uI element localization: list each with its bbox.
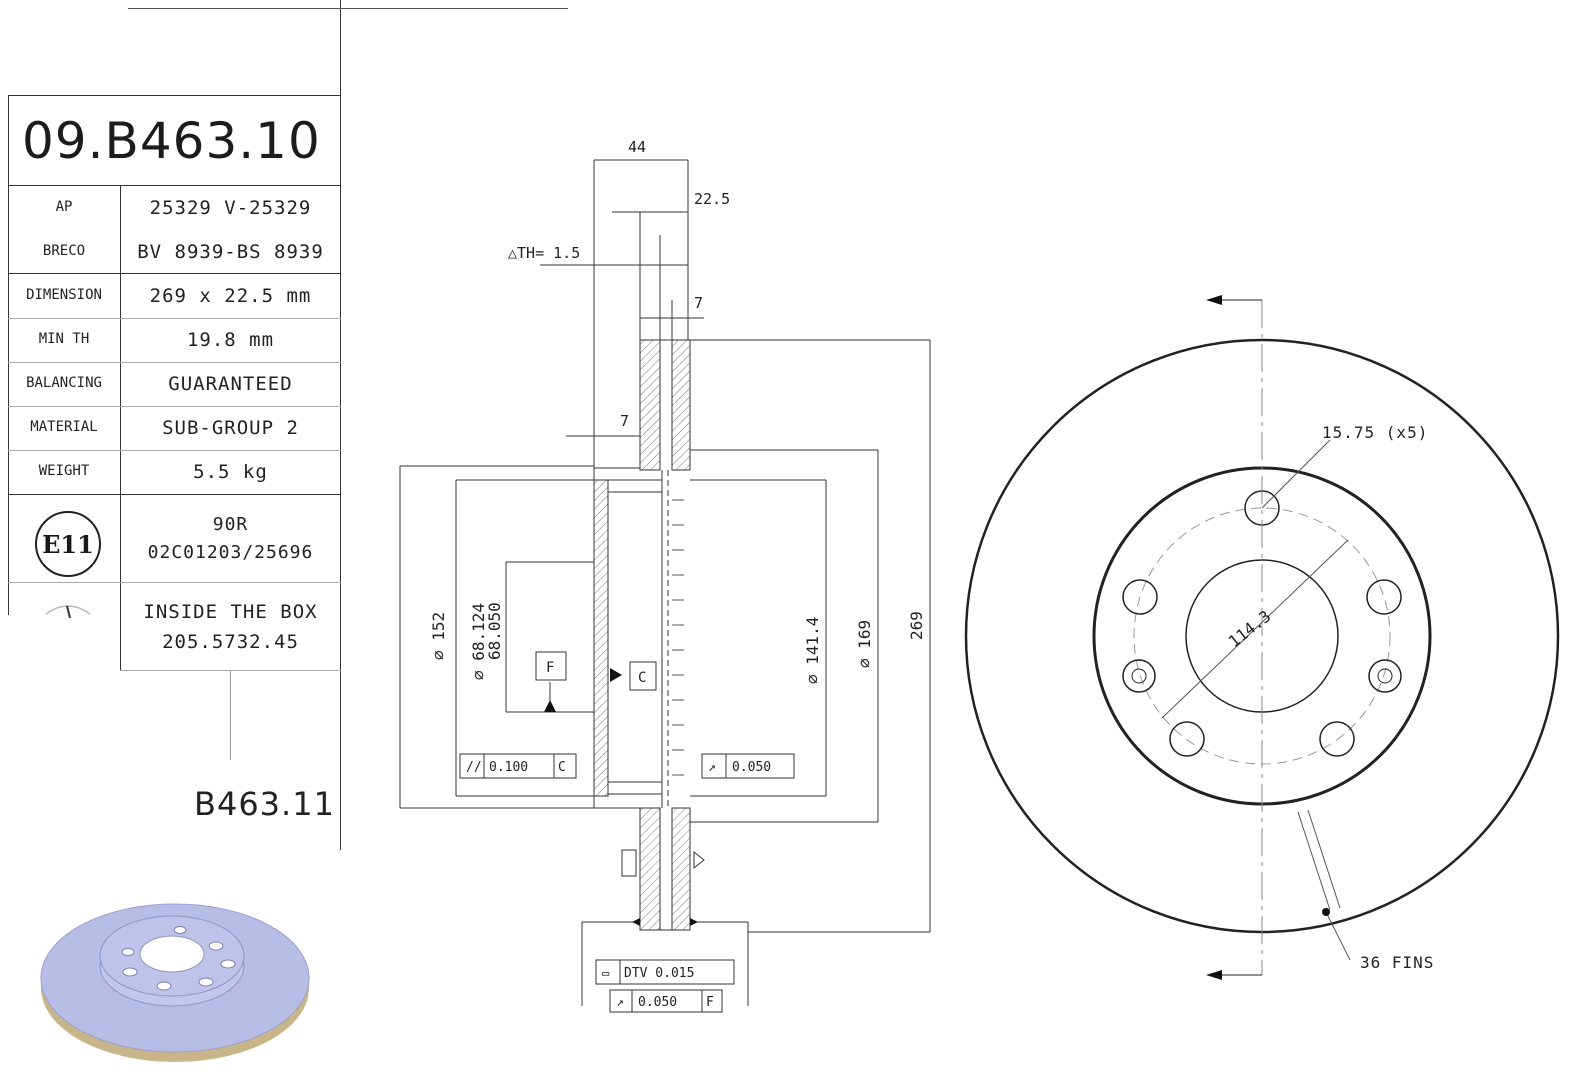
spec-value-balancing: GUARANTEED <box>168 373 293 395</box>
spec-label-dimension: DIMENSION <box>26 287 102 303</box>
e11-homologation-badge: E11 <box>35 511 101 577</box>
row-line <box>8 362 341 363</box>
spec-label-ap: AP <box>55 199 73 215</box>
row-line <box>120 670 341 671</box>
spec-value-breco: BV 8939-BS 8939 <box>137 241 324 263</box>
dim-diameter-269: 269 <box>907 611 926 640</box>
spec-label-weight: WEIGHT <box>38 463 90 479</box>
dim-diameter-169: ∅ 169 <box>855 620 874 668</box>
table-border-right <box>340 0 341 850</box>
spec-table: 09.B463.10 AP 25329 V-25329 BRECO BV 893… <box>8 0 568 850</box>
spec-label-balancing: BALANCING <box>26 375 102 391</box>
spec-label-min-th: MIN TH <box>38 331 90 347</box>
dim-width-total: 44 <box>628 138 646 156</box>
box-icon <box>45 605 91 619</box>
tol-bottom-ref: F <box>706 995 714 1010</box>
table-stub-line <box>230 670 231 760</box>
dim-diameter-141: ∅ 141.4 <box>803 617 822 684</box>
row-line <box>8 185 341 186</box>
row-line <box>8 273 341 274</box>
row-line <box>8 95 341 96</box>
spec-value-min-th: 19.8 mm <box>186 329 275 351</box>
spec-value-material: SUB-GROUP 2 <box>162 417 299 439</box>
alt-part-number: B463.11 <box>194 785 335 823</box>
parallel-symbol: // <box>466 760 482 775</box>
datum-c: C <box>638 670 646 686</box>
datum-f: F <box>546 660 554 676</box>
spec-value-weight: 5.5 kg <box>193 461 268 483</box>
dim-diameter-152: ∅ 152 <box>429 612 448 660</box>
spec-value-dimension: 269 x 22.5 mm <box>149 285 312 307</box>
top-line <box>128 8 568 9</box>
dim-center-bore-min: 68.050 <box>485 602 504 660</box>
tol-parallel-ref: C <box>558 760 566 775</box>
row-line <box>8 318 341 319</box>
spec-value-ap: 25329 V-25329 <box>149 197 312 219</box>
hole-diameter-label: 15.75 (x5) <box>1322 423 1428 442</box>
part-number: 09.B463.10 <box>22 112 321 170</box>
pcd-label: 114.3 <box>1225 607 1275 652</box>
table-border-left <box>8 95 9 615</box>
runout-bottom-symbol: ↗ <box>616 995 624 1010</box>
fins-label: 36 FINS <box>1360 953 1434 972</box>
row-line <box>8 494 341 495</box>
brake-disc-render <box>40 903 310 1062</box>
dim-top-gap: 7 <box>694 294 703 312</box>
row-line <box>8 582 341 583</box>
packaging-line1: INSIDE THE BOX <box>143 601 318 623</box>
row-line <box>8 450 341 451</box>
homologation-code: 02C01203/25696 <box>147 542 314 563</box>
homologation-regulation: 90R <box>212 514 249 535</box>
runout-symbol: ↗ <box>708 760 716 775</box>
dtv-symbol: ▭ <box>602 966 609 980</box>
dim-center-bore-max: ∅ 68.124 <box>469 603 488 680</box>
tol-runout: 0.050 <box>732 760 771 775</box>
tol-bottom: 0.050 <box>638 995 677 1010</box>
dim-hat-offset: 7 <box>620 412 629 430</box>
tol-parallel: 0.100 <box>489 760 528 775</box>
dim-thickness: 22.5 <box>694 190 730 208</box>
packaging-line2: 205.5732.45 <box>162 631 299 653</box>
dim-th-variation: △TH= 1.5 <box>508 244 580 262</box>
row-line <box>8 406 341 407</box>
spec-label-breco: BRECO <box>42 243 86 259</box>
tol-dtv: DTV 0.015 <box>624 966 694 981</box>
table-column-divider <box>120 185 121 670</box>
spec-label-material: MATERIAL <box>30 419 98 435</box>
